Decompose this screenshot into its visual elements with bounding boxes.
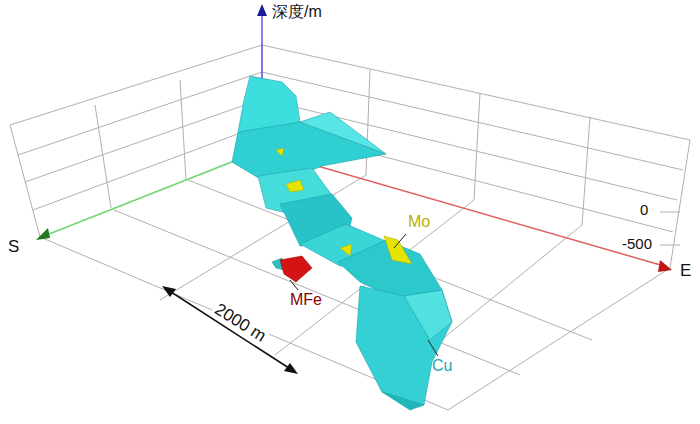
direction-label: S [8, 238, 19, 255]
ore-label: MFe [290, 292, 322, 308]
ore-label: Mo [408, 214, 430, 230]
ore-label: Cu [432, 358, 452, 374]
axis-title: 深度/m [272, 4, 322, 20]
axis-tick: 0 [640, 202, 648, 217]
direction-label: E [680, 262, 691, 279]
axis-tick: -500 [622, 236, 652, 251]
